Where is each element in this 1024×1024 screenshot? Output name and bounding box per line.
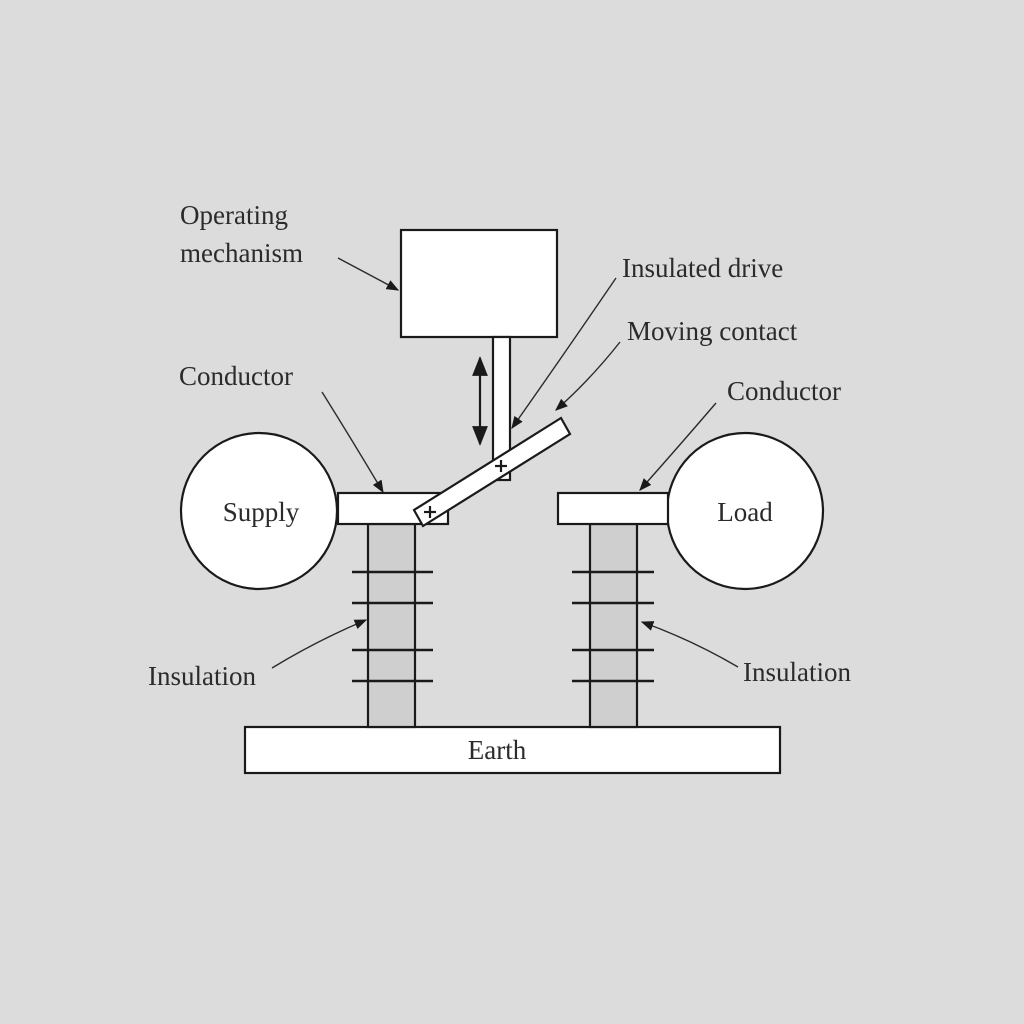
label-insulation-right: Insulation — [743, 657, 851, 687]
leader-moving-contact — [555, 341, 621, 411]
insulator-right — [572, 522, 654, 729]
leader-conductor-left — [321, 391, 384, 494]
earth-base — [243, 725, 782, 775]
label-operating-mechanism-line2: mechanism — [180, 238, 303, 268]
label-load: Load — [717, 497, 773, 527]
label-conductor-right: Conductor — [727, 376, 841, 406]
leader-insulation-right — [640, 621, 739, 668]
pivot-mark-top — [495, 460, 507, 472]
leader-operating-mechanism — [337, 257, 400, 291]
leader-insulated-drive — [511, 277, 617, 430]
moving-contact-blade — [412, 416, 572, 528]
label-insulated-drive: Insulated drive — [622, 253, 783, 283]
leader-insulation-left — [271, 619, 368, 669]
operating-mechanism-box — [399, 228, 559, 339]
pivot-mark-bottom — [424, 506, 436, 518]
label-operating-mechanism-line1: Operating — [180, 200, 288, 230]
leader-conductor-right — [639, 402, 717, 491]
label-earth: Earth — [468, 735, 527, 765]
label-conductor-left: Conductor — [179, 361, 293, 391]
label-supply: Supply — [223, 497, 300, 527]
insulator-left — [352, 522, 433, 729]
conductor-right — [556, 491, 670, 526]
label-insulation-left: Insulation — [148, 661, 256, 691]
insulated-drive-rod — [491, 335, 512, 482]
label-moving-contact: Moving contact — [627, 316, 798, 346]
